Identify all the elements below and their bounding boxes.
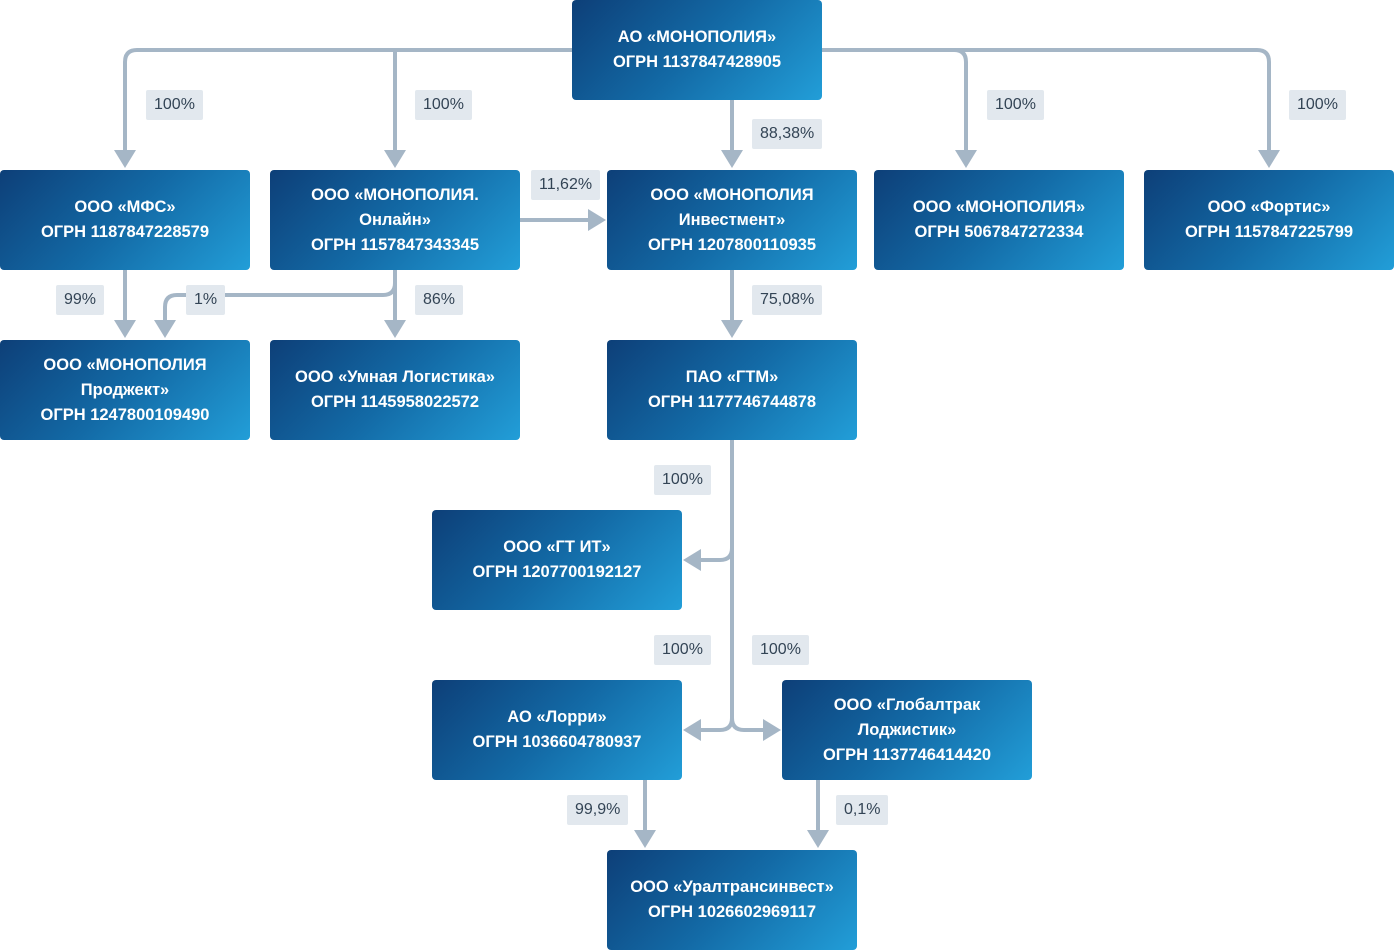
arrowhead	[1258, 150, 1280, 168]
arrowhead	[683, 719, 701, 741]
stake-label: 88,38%	[752, 119, 823, 149]
arrowhead	[634, 830, 656, 848]
connector-line	[730, 440, 764, 732]
stake-label: 86%	[415, 285, 464, 315]
entity-name: АО «МОНОПОЛИЯ»	[617, 28, 777, 46]
entity-ooo-gt-it: ООО «ГТ ИТ» ОГРН 1207700192127	[432, 510, 682, 610]
entity-name: АО «Лорри»	[507, 708, 607, 726]
stake-label: 0,1%	[836, 795, 889, 825]
arrowhead	[721, 320, 743, 338]
entity-ooo-monopoly-online: ООО «МОНОПОЛИЯ. Онлайн» ОГРН 11578473433…	[270, 170, 520, 270]
entity-name-line1: ООО «МОНОПОЛИЯ	[650, 185, 814, 204]
entity-ogrn: ОГРН 1145958022572	[310, 393, 480, 411]
entity-name-line2: Проджект»	[80, 380, 170, 399]
entity-ooo-monopoly: ООО «МОНОПОЛИЯ» ОГРН 5067847272334	[874, 170, 1124, 270]
arrowhead	[683, 549, 701, 571]
entity-ogrn: ОГРН 1207700192127	[472, 563, 642, 581]
entity-ooo-monopoly-investment: ООО «МОНОПОЛИЯ Инвестмент» ОГРН 12078001…	[607, 170, 857, 270]
connector-line	[123, 48, 572, 152]
arrowhead	[588, 209, 606, 231]
entity-name: ООО «Фортис»	[1207, 198, 1331, 216]
arrowhead	[114, 320, 136, 338]
entity-ogrn: ОГРН 1137847428905	[612, 53, 782, 71]
arrowhead	[384, 150, 406, 168]
stake-label: 100%	[752, 635, 809, 665]
connector-line	[163, 270, 397, 322]
entity-ogrn: ОГРН 1157847225799	[1184, 223, 1354, 241]
arrowhead	[807, 830, 829, 848]
stake-label: 75,08%	[752, 285, 823, 315]
entity-ooo-fortis: ООО «Фортис» ОГРН 1157847225799	[1144, 170, 1394, 270]
entity-name-line2: Инвестмент»	[678, 210, 786, 229]
stake-label: 100%	[654, 465, 711, 495]
stake-label: 100%	[1289, 90, 1346, 120]
entity-ogrn: ОГРН 1177746744878	[647, 393, 817, 411]
entity-name-line1: ООО «МОНОПОЛИЯ	[43, 355, 207, 374]
entity-name-line1: ООО «МОНОПОЛИЯ.	[311, 185, 479, 204]
entity-ao-lorri: АО «Лорри» ОГРН 1036604780937	[432, 680, 682, 780]
entity-ogrn: ОГРН 1036604780937	[472, 733, 642, 751]
entity-ooo-monopoly-project: ООО «МОНОПОЛИЯ Проджект» ОГРН 1247800109…	[0, 340, 250, 440]
entity-ogrn: ОГРН 1026602969117	[647, 903, 817, 921]
stake-label: 11,62%	[531, 170, 601, 200]
stake-label: 100%	[654, 635, 711, 665]
connector-line	[822, 48, 1271, 152]
entity-ogrn: ОГРН 1137746414420	[822, 745, 992, 764]
stake-label: 100%	[146, 90, 203, 120]
entity-ogrn: ОГРН 1247800109490	[40, 405, 210, 424]
entity-name-line2: Онлайн»	[359, 210, 431, 229]
stake-label: 100%	[415, 90, 472, 120]
stake-label: 99,9%	[567, 795, 629, 825]
arrowhead	[114, 150, 136, 168]
entity-ogrn: ОГРН 1207800110935	[647, 235, 817, 254]
entity-pao-gtm: ПАО «ГТМ» ОГРН 1177746744878	[607, 340, 857, 440]
entity-name: ПАО «ГТМ»	[685, 368, 779, 386]
stake-label: 100%	[987, 90, 1044, 120]
entity-name-line1: ООО «Глобалтрак	[833, 695, 981, 714]
entity-ooo-uraltransinvest: ООО «Уралтрансинвест» ОГРН 1026602969117	[607, 850, 857, 950]
entity-ao-monopoly: АО «МОНОПОЛИЯ» ОГРН 1137847428905	[572, 0, 822, 100]
stake-label: 1%	[186, 285, 226, 315]
entity-name: ООО «Умная Логистика»	[295, 368, 495, 386]
entity-name: ООО «МОНОПОЛИЯ»	[912, 198, 1086, 216]
arrowhead	[955, 150, 977, 168]
connector-line	[953, 48, 968, 152]
connector-line	[700, 717, 734, 732]
connector-line	[700, 547, 734, 562]
arrowhead	[763, 719, 781, 741]
entity-name: ООО «Уралтрансинвест»	[630, 878, 834, 896]
entity-ogrn: ОГРН 1187847228579	[40, 223, 210, 241]
entity-name: ООО «ГТ ИТ»	[503, 538, 611, 556]
entity-ooo-smart-logistics: ООО «Умная Логистика» ОГРН 1145958022572	[270, 340, 520, 440]
entity-name-line2: Лоджистик»	[857, 720, 957, 739]
arrowhead	[384, 320, 406, 338]
stake-label: 99%	[56, 285, 105, 315]
entity-ogrn: ОГРН 5067847272334	[914, 223, 1084, 241]
entity-ooo-globaltrak-logistics: ООО «Глобалтрак Лоджистик» ОГРН 11377464…	[782, 680, 1032, 780]
arrowhead	[721, 150, 743, 168]
entity-ogrn: ОГРН 1157847343345	[310, 235, 480, 254]
entity-name: ООО «МФС»	[74, 198, 176, 216]
entity-ooo-mfs: ООО «МФС» ОГРН 1187847228579	[0, 170, 250, 270]
arrowhead	[154, 320, 176, 338]
